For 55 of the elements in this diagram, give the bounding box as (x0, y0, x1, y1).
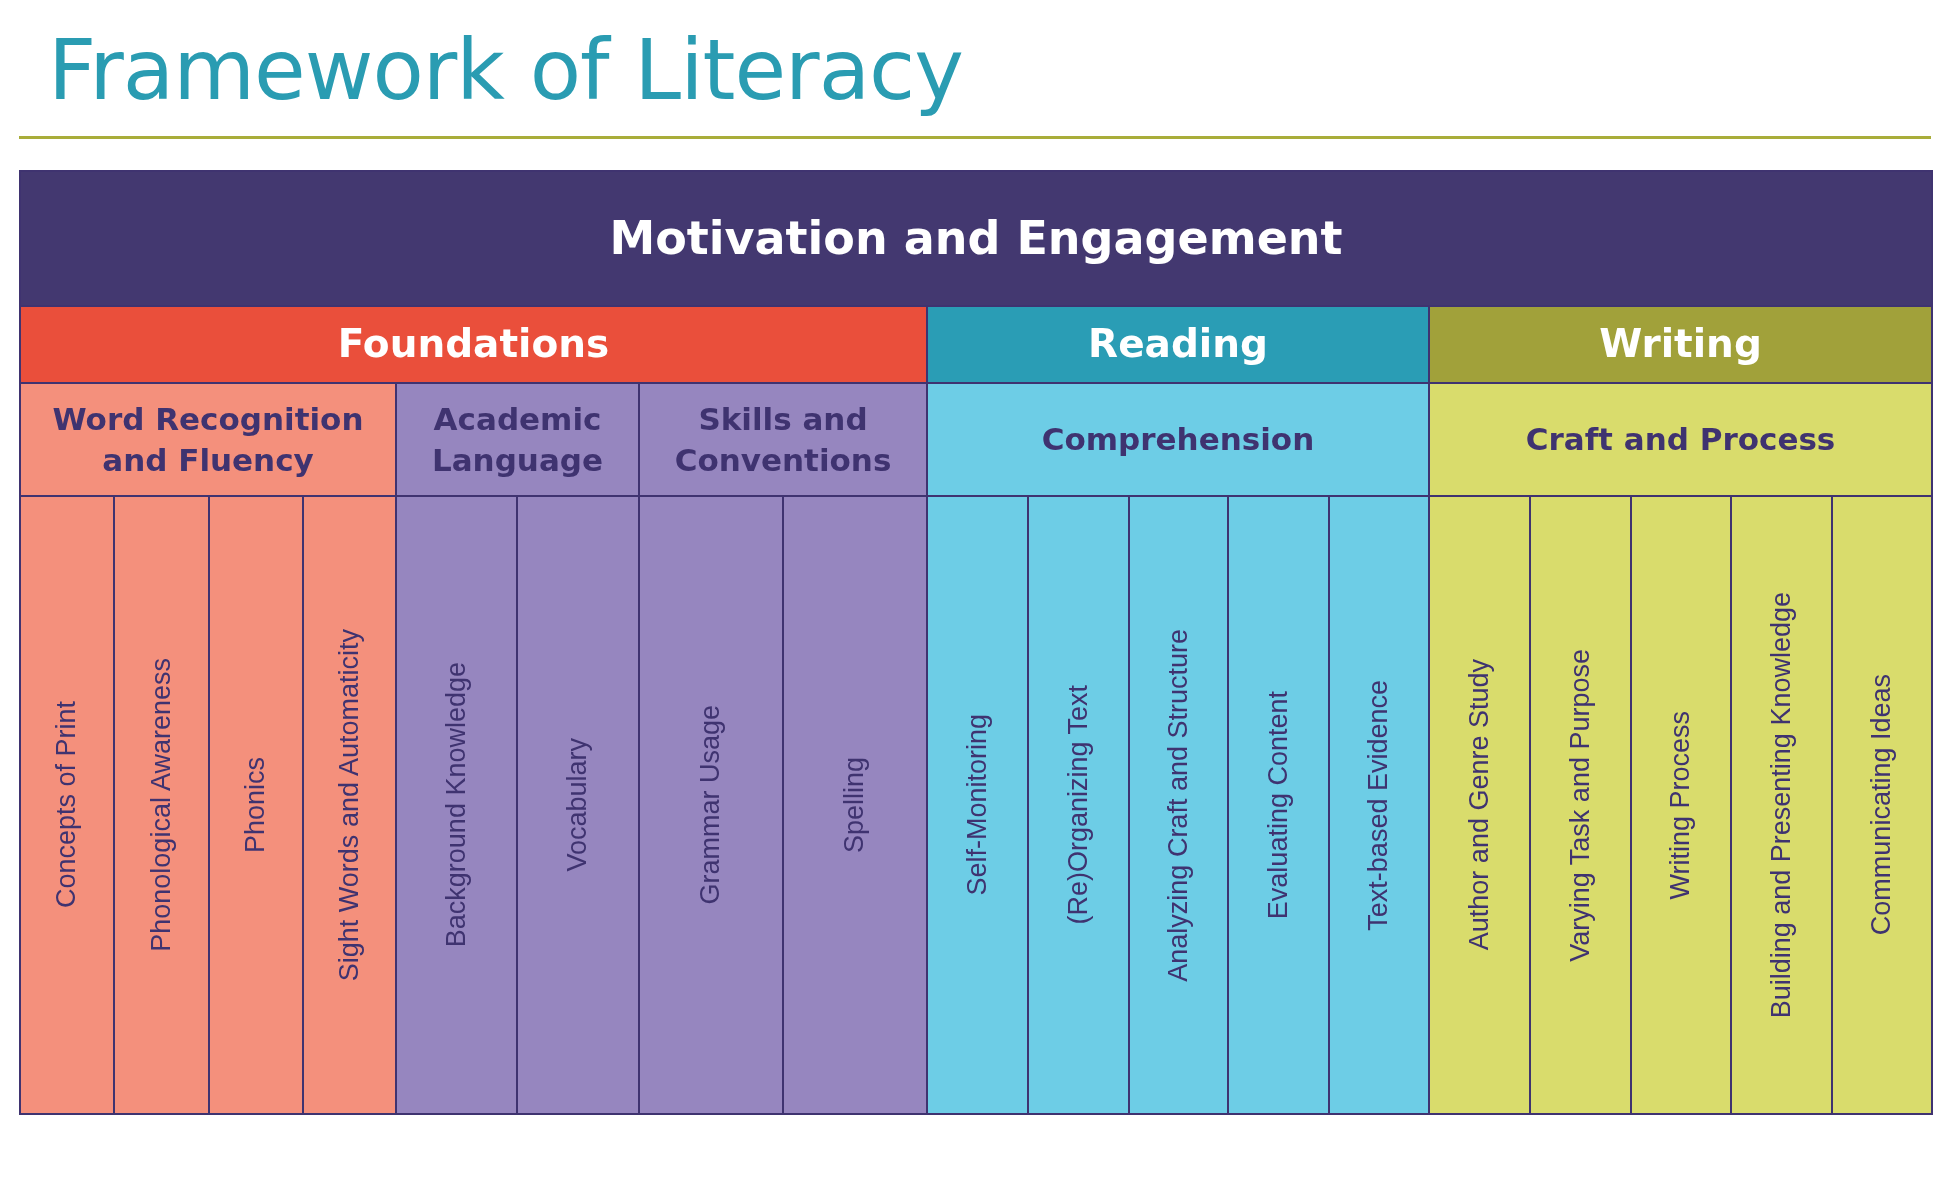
topic-label: Spelling (840, 756, 870, 854)
topic-label: Background Knowledge (441, 662, 472, 948)
topic-column (113, 495, 210, 1115)
topic-label: Varying Task and Purpose (1565, 648, 1596, 962)
topic-column (1831, 495, 1933, 1115)
topic-label: Author and Genre Study (1464, 659, 1495, 951)
topic-column (395, 495, 518, 1115)
topic-label: Building and Presenting Knowledge (1766, 591, 1797, 1019)
category-header (926, 305, 1430, 384)
topic-column (516, 495, 640, 1115)
header-label: Motivation and Engagement (608, 209, 1344, 267)
category-header (19, 305, 928, 384)
header-label: Reading (1087, 320, 1269, 369)
topic-label: Concepts of Print (52, 701, 82, 909)
category-header (1428, 305, 1933, 384)
subcategory-header (19, 382, 397, 497)
topic-label: Analyzing Craft and Structure (1163, 628, 1194, 982)
header-label: Craft and Process (1524, 420, 1837, 460)
topic-label: Grammar Usage (696, 705, 726, 905)
topic-label: Writing Process (1666, 710, 1696, 900)
header-label: Word Recognition and Fluency (51, 400, 365, 480)
topic-label: Self-Monitoring (962, 714, 993, 896)
topic-column (1027, 495, 1130, 1115)
header-label: Foundations (336, 320, 611, 369)
header-label: Comprehension (1040, 420, 1316, 460)
header-label: Academic Language (430, 400, 605, 480)
header-label: Writing (1598, 320, 1763, 369)
topic-label: Sight Words and Automaticity (334, 628, 365, 982)
topic-column (1328, 495, 1430, 1115)
topic-column (1630, 495, 1732, 1115)
topic-column (302, 495, 397, 1115)
topic-column (1428, 495, 1531, 1115)
topic-column (19, 495, 115, 1115)
topic-column (638, 495, 784, 1115)
subcategory-header (395, 382, 640, 497)
header-band (19, 170, 1933, 307)
topic-column (1227, 495, 1330, 1115)
subcategory-header (638, 382, 928, 497)
topic-label: Phonics (241, 756, 271, 854)
topic-label: Evaluating Content (1263, 690, 1294, 920)
topic-label: Communicating Ideas (1867, 674, 1897, 936)
topic-label: Text-based Evidence (1364, 679, 1394, 931)
topic-column (1529, 495, 1632, 1115)
header-label: Skills and Conventions (673, 400, 893, 480)
topic-column (208, 495, 304, 1115)
topic-column (1128, 495, 1229, 1115)
title: Framework of Literacy (48, 20, 964, 121)
topic-label: (Re)Organizing Text (1063, 685, 1094, 925)
topic-column (1730, 495, 1833, 1115)
topic-label: Vocabulary (563, 738, 593, 872)
topic-column (926, 495, 1029, 1115)
subcategory-header (1428, 382, 1933, 497)
subcategory-header (926, 382, 1430, 497)
topic-label: Phonological Awareness (146, 658, 177, 952)
topic-column (782, 495, 928, 1115)
